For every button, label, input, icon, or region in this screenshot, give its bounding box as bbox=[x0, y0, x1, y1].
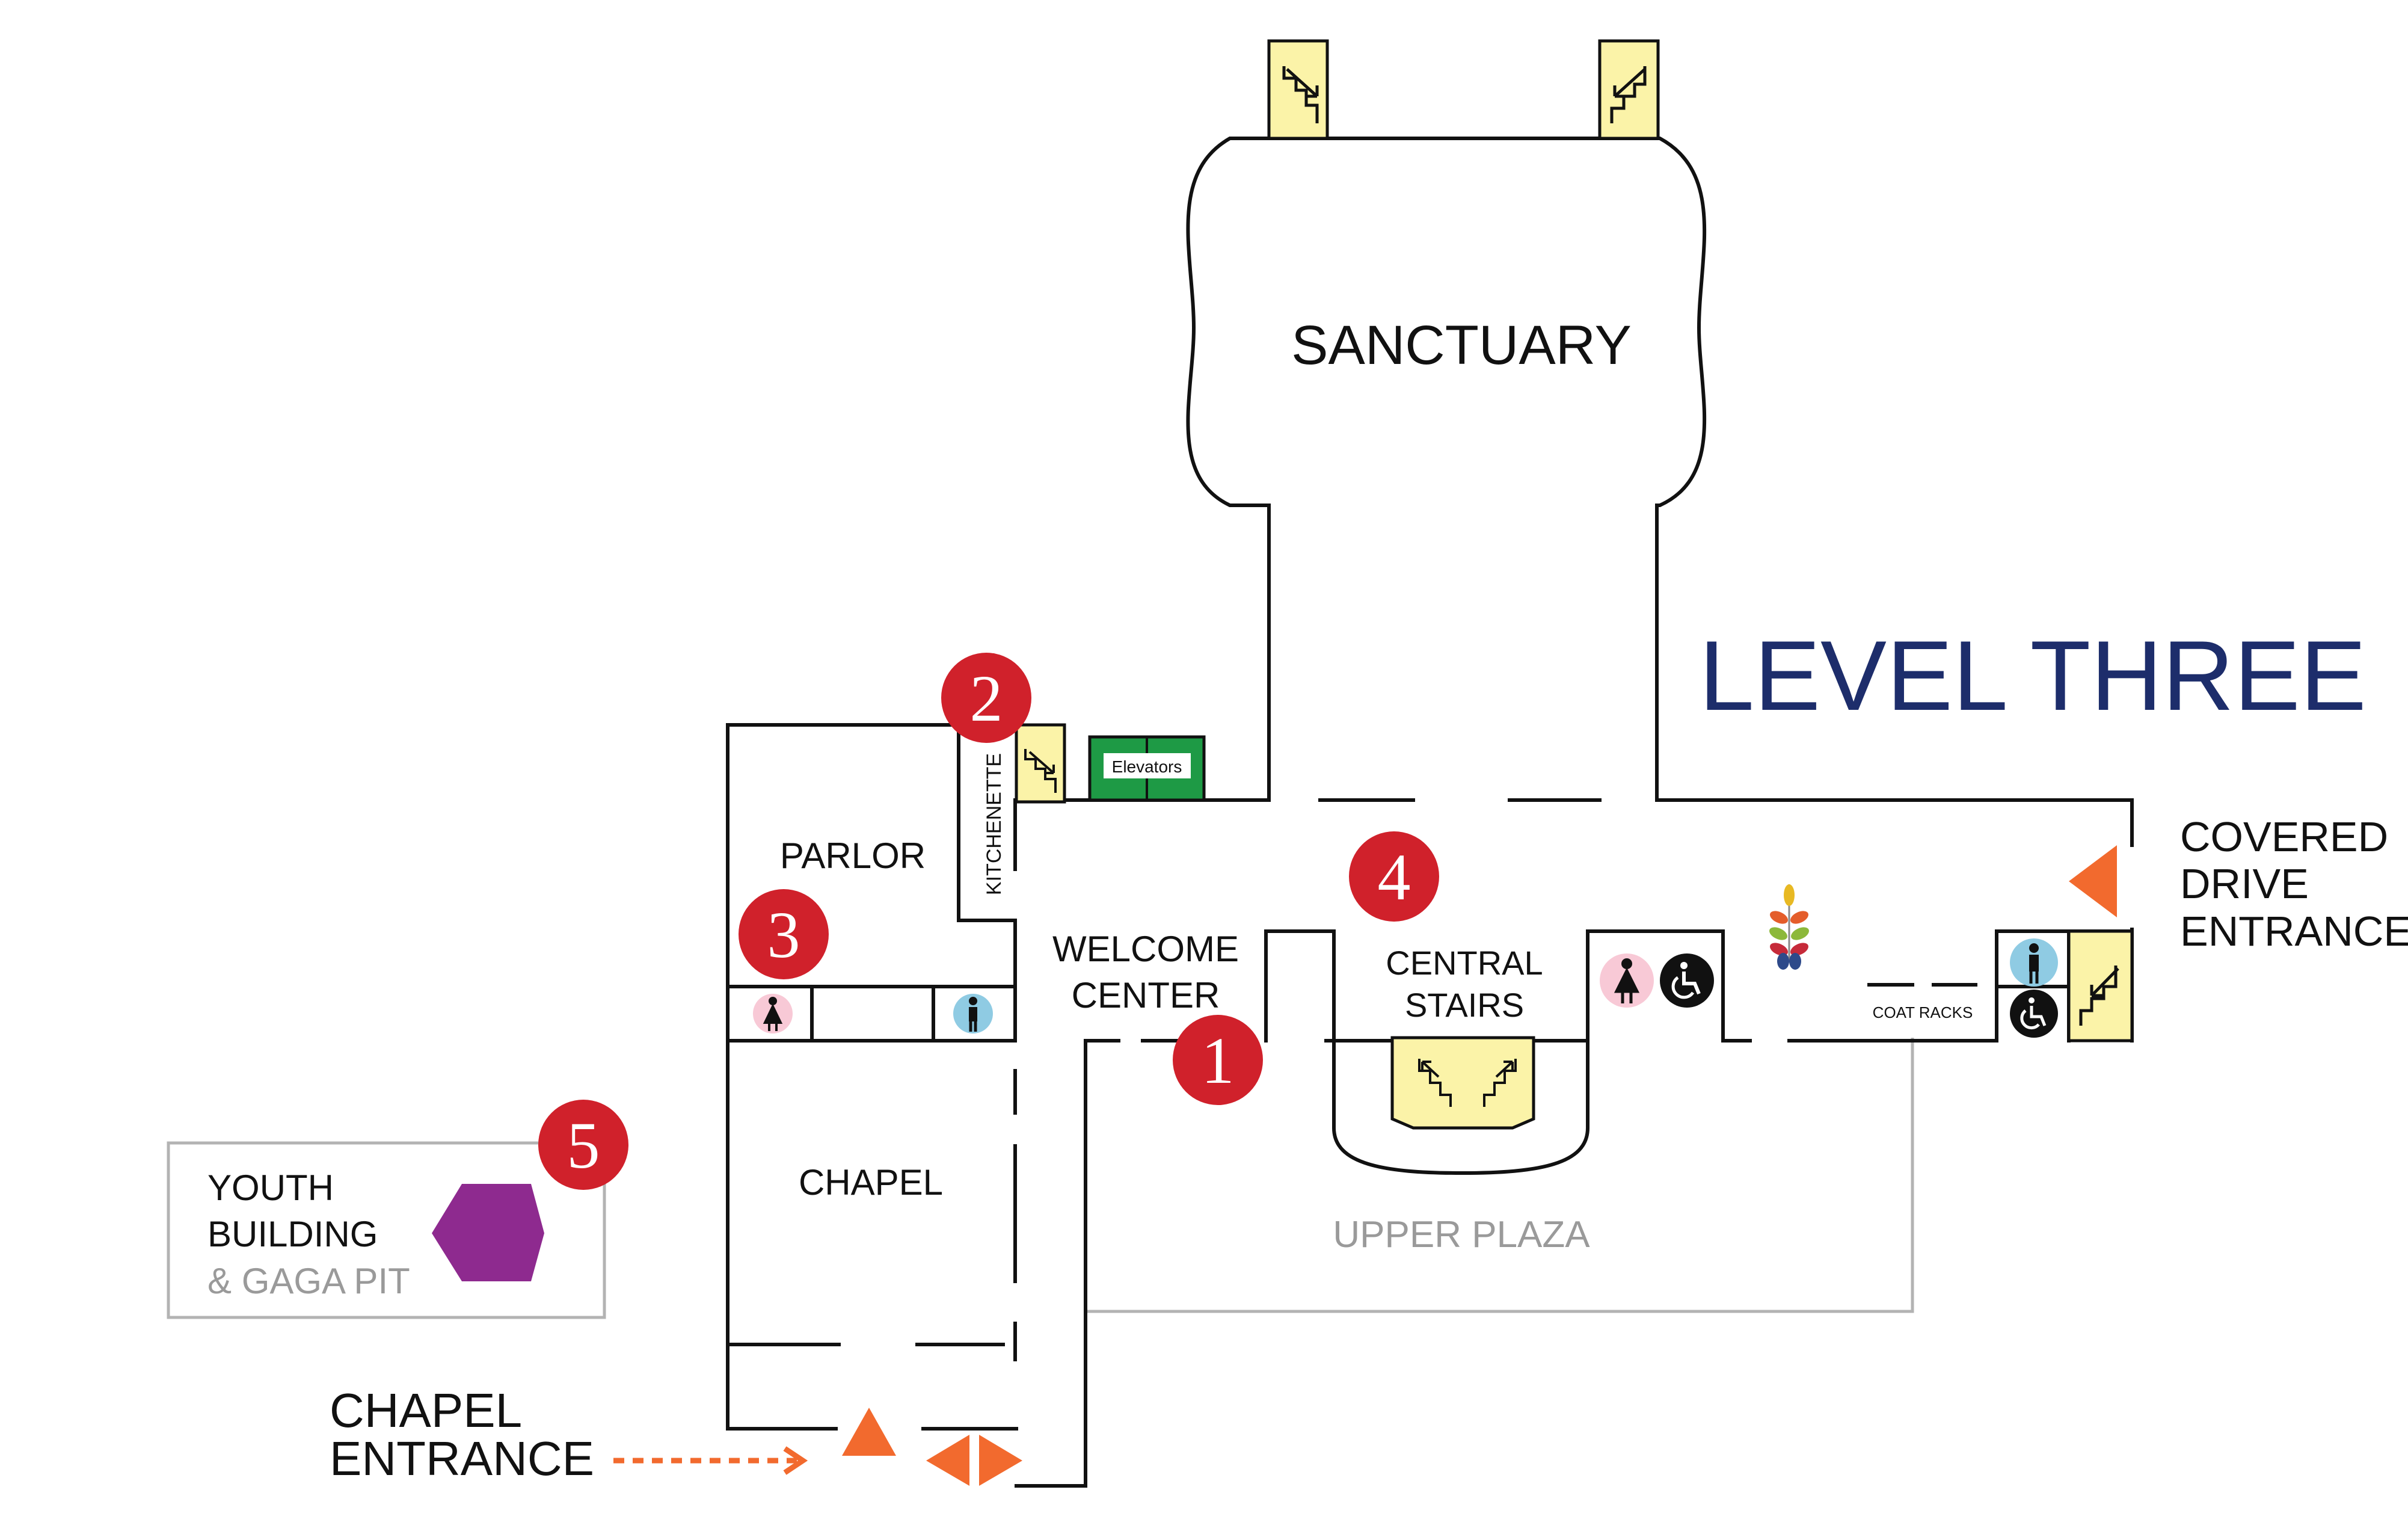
marker-3: 3 bbox=[739, 889, 829, 979]
chapel-entrance-label: CHAPEL bbox=[330, 1384, 522, 1437]
sanctuary-label: SANCTUARY bbox=[1291, 315, 1632, 376]
svg-text:1: 1 bbox=[1202, 1024, 1235, 1097]
elevator-icon bbox=[1088, 735, 1206, 802]
restroom-east-room bbox=[1586, 929, 1752, 1043]
svg-text:2: 2 bbox=[970, 662, 1003, 735]
north-corridor-wall-right bbox=[1655, 798, 2134, 847]
welcome-west-wall bbox=[1015, 1039, 1120, 1488]
upper-plaza-label: UPPER PLAZA bbox=[1333, 1214, 1590, 1255]
marker-5: 5 bbox=[538, 1100, 628, 1190]
parlor-chapel-outer-wall bbox=[726, 723, 1017, 1431]
accessible-icon bbox=[1660, 953, 1714, 1008]
welcome-center-label: WELCOME bbox=[1052, 929, 1239, 969]
welcome-center-label: CENTER bbox=[1072, 975, 1220, 1015]
entrance-arrow-icon bbox=[926, 1435, 969, 1486]
women-restroom-icon bbox=[1600, 953, 1654, 1008]
stairs-icon bbox=[1015, 723, 1066, 804]
central-stairs-icon bbox=[1390, 1036, 1535, 1130]
men-restroom-icon bbox=[2010, 938, 2058, 987]
welcome-booth bbox=[1264, 929, 1336, 1043]
level-title: LEVEL THREE bbox=[1699, 620, 2367, 731]
elevators-label: Elevators bbox=[1112, 757, 1182, 776]
logo-icon bbox=[1769, 884, 1809, 970]
chapel-entrance-label: ENTRANCE bbox=[330, 1432, 594, 1485]
youth-building-outline bbox=[167, 1141, 606, 1319]
marker-1: 1 bbox=[1173, 1015, 1263, 1105]
central-stairs-label: STAIRS bbox=[1405, 986, 1524, 1024]
svg-text:4: 4 bbox=[1378, 840, 1411, 914]
svg-text:5: 5 bbox=[567, 1109, 600, 1182]
coat-racks-label: COAT RACKS bbox=[1873, 1003, 1973, 1021]
gaga-pit-label: & GAGA PIT bbox=[207, 1261, 410, 1301]
stairs-icon bbox=[1598, 39, 1660, 140]
youth-building-label: YOUTH bbox=[207, 1168, 334, 1208]
kitchenette-wall bbox=[957, 723, 1017, 922]
covered-drive-entrance-label: COVERED bbox=[2180, 813, 2388, 860]
stairs-icon bbox=[1267, 39, 1329, 140]
men-restroom-icon bbox=[953, 994, 993, 1033]
covered-drive-entrance-label: ENTRANCE bbox=[2180, 908, 2408, 955]
hexagon-icon bbox=[432, 1184, 544, 1281]
sanctuary-wall bbox=[1186, 137, 1707, 802]
entrance-arrow-icon bbox=[842, 1408, 896, 1456]
entrance-arrow-icon bbox=[979, 1435, 1022, 1486]
parlor-label: PARLOR bbox=[780, 836, 926, 876]
central-stairs-label: CENTRAL bbox=[1386, 944, 1543, 982]
stairs-icon bbox=[2067, 929, 2134, 1043]
covered-drive-entrance-label: DRIVE bbox=[2180, 860, 2309, 907]
central-stairs-wall bbox=[1332, 1039, 1589, 1175]
accessible-icon bbox=[2010, 990, 2058, 1038]
marker-4: 4 bbox=[1349, 831, 1439, 922]
svg-text:3: 3 bbox=[767, 898, 800, 972]
youth-building-label: BUILDING bbox=[207, 1214, 378, 1254]
chapel-label: CHAPEL bbox=[799, 1162, 943, 1203]
upper-plaza-outline bbox=[1086, 1038, 1914, 1313]
entrance-arrow-icon bbox=[2069, 845, 2117, 917]
chapel-entrance-arrowhead bbox=[783, 1446, 808, 1475]
kitchenette-label: KITCHENETTE bbox=[983, 753, 1006, 895]
restroom-strip bbox=[726, 985, 1017, 1043]
marker-2: 2 bbox=[941, 653, 1031, 743]
women-restroom-icon bbox=[753, 994, 793, 1033]
